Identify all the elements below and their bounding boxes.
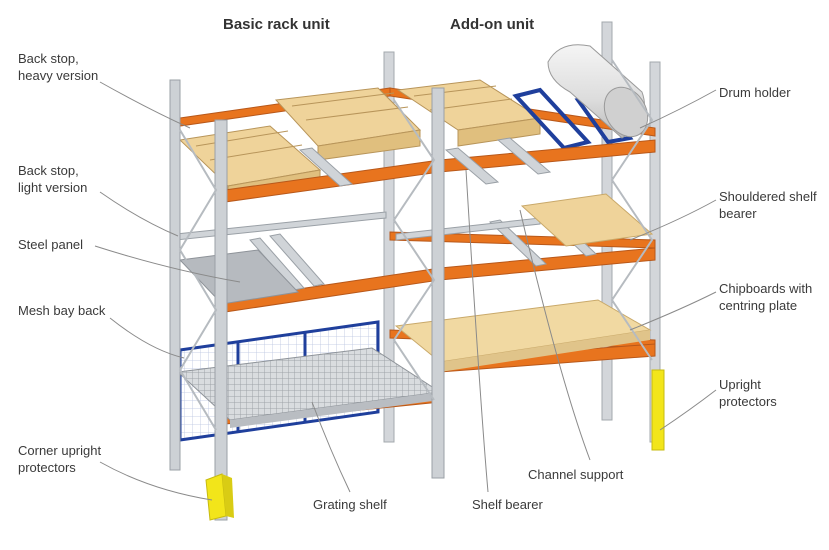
label-grating-shelf: Grating shelf <box>313 497 387 512</box>
label-steel-panel: Steel panel <box>18 237 84 252</box>
chipboard-lower <box>394 299 652 372</box>
label-drum-holder: Drum holder <box>719 85 791 100</box>
label-chipboards-line2: centring plate <box>719 298 798 313</box>
label-corner-line1: Corner upright <box>18 443 102 458</box>
label-mesh-bay-back: Mesh bay back <box>18 303 106 318</box>
add-on-unit-title: Add-on unit <box>450 16 535 33</box>
label-corner-line2: protectors <box>18 460 76 475</box>
label-back-stop-light-line1: Back stop, <box>18 163 79 178</box>
front-uprights <box>169 79 445 521</box>
label-channel-support: Channel support <box>528 467 624 482</box>
label-upright-line2: protectors <box>719 394 777 409</box>
label-back-stop-heavy-line2: heavy version <box>18 68 99 83</box>
label-back-stop-heavy: Back stop, heavy version <box>18 50 98 84</box>
label-back-stop-heavy-line1: Back stop, <box>18 51 79 66</box>
label-back-stop-light-line2: light version <box>18 180 88 195</box>
label-upright-protectors: Upright protectors <box>719 376 777 410</box>
label-shouldered-line2: bearer <box>719 206 757 221</box>
label-corner-upright-protectors: Corner upright protectors <box>18 442 101 476</box>
label-chipboards-line1: Chipboards with <box>719 281 813 296</box>
upright-bracing <box>178 59 654 431</box>
shouldered-chipboard <box>520 193 654 247</box>
label-upright-line1: Upright <box>719 377 761 392</box>
drum <box>547 44 649 139</box>
basic-rack-unit-title: Basic rack unit <box>223 16 330 33</box>
steel-panel <box>178 249 300 305</box>
leader-lines <box>94 81 717 501</box>
label-shouldered-line1: Shouldered shelf <box>719 189 817 204</box>
label-back-stop-light: Back stop, light version <box>18 162 87 196</box>
corner-upright-protectors <box>205 473 234 521</box>
upright-protectors <box>651 369 665 451</box>
label-shouldered-shelf-bearer: Shouldered shelf bearer <box>719 188 817 222</box>
label-chipboards: Chipboards with centring plate <box>719 280 812 314</box>
label-shelf-bearer: Shelf bearer <box>472 497 543 512</box>
